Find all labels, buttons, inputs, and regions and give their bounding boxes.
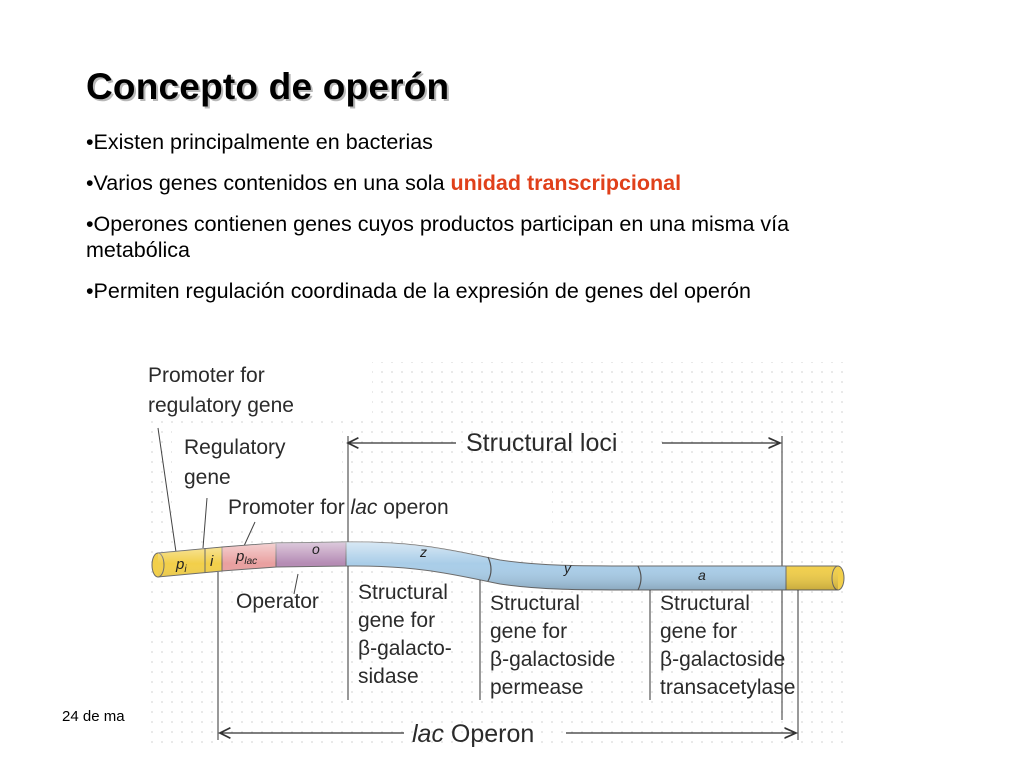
y-label-line3: β-galactoside bbox=[490, 648, 615, 671]
pointer-promoter-lac bbox=[243, 521, 256, 547]
lac-operon-label: lac Operon bbox=[412, 720, 534, 748]
bullet-text: •Varios genes contenidos en una sola bbox=[86, 171, 451, 195]
pointer-promoter-regulatory bbox=[157, 427, 177, 553]
regulatory-gene-label-line2: gene bbox=[184, 466, 231, 489]
bullet-item: •Varios genes contenidos en una sola uni… bbox=[86, 170, 826, 196]
bullet-item: •Operones contienen genes cuyos producto… bbox=[86, 211, 826, 263]
segment-y-label: y bbox=[563, 560, 572, 576]
segment-i-label: i bbox=[210, 553, 214, 570]
divider-z-y bbox=[487, 556, 492, 582]
bullet-highlight: unidad transcripcional bbox=[450, 171, 682, 195]
slide-title: Concepto de operón bbox=[86, 66, 450, 107]
bullet-text: •Existen principalmente en bacterias bbox=[86, 130, 433, 154]
a-label-line1: Structural bbox=[660, 592, 750, 615]
z-label-line2: gene for bbox=[358, 609, 435, 632]
bullet-item: •Permiten regulación coordinada de la ex… bbox=[86, 278, 826, 304]
bullet-list: •Existen principalmente en bacterias •Va… bbox=[86, 129, 826, 319]
segment-plac-label: plac bbox=[235, 548, 257, 567]
footer-date: 24 de ma bbox=[62, 708, 125, 725]
dna-tube: pi i plac o z y a bbox=[151, 541, 845, 591]
z-label-line3: β-galacto- bbox=[358, 637, 452, 660]
pointer-operator bbox=[293, 573, 299, 595]
y-label-line4: permease bbox=[490, 676, 583, 699]
segment-pi-label: pi bbox=[175, 556, 187, 575]
regulatory-gene-label-line1: Regulatory bbox=[184, 436, 286, 459]
bullet-text: •Operones contienen genes cuyos producto… bbox=[86, 212, 790, 262]
label-backdrop bbox=[142, 360, 372, 416]
a-label-line4: transacetylase bbox=[660, 676, 795, 699]
promoter-lac-label: Promoter for lac operon bbox=[228, 496, 449, 519]
segment-a-label: a bbox=[698, 567, 706, 583]
structural-loci-label: Structural loci bbox=[466, 429, 617, 457]
a-label-line3: β-galactoside bbox=[660, 648, 785, 671]
segment-o-label: o bbox=[312, 541, 320, 557]
pointer-regulatory-gene bbox=[202, 497, 208, 549]
operator-label: Operator bbox=[236, 590, 319, 613]
promoter-regulatory-label-line2: regulatory gene bbox=[148, 394, 294, 417]
label-backdrop bbox=[222, 490, 552, 526]
promoter-regulatory-label-line1: Promoter for bbox=[148, 364, 265, 387]
z-label-line4: sidase bbox=[358, 665, 419, 688]
bullet-text: •Permiten regulación coordinada de la ex… bbox=[86, 279, 751, 303]
bullet-item: •Existen principalmente en bacterias bbox=[86, 129, 826, 155]
z-label-line1: Structural bbox=[358, 581, 448, 604]
a-label-line2: gene for bbox=[660, 620, 737, 643]
tube-shading bbox=[158, 541, 838, 590]
divider-y-a bbox=[637, 565, 642, 591]
y-label-line1: Structural bbox=[490, 592, 580, 615]
segment-z-label: z bbox=[419, 544, 427, 560]
y-label-line2: gene for bbox=[490, 620, 567, 643]
